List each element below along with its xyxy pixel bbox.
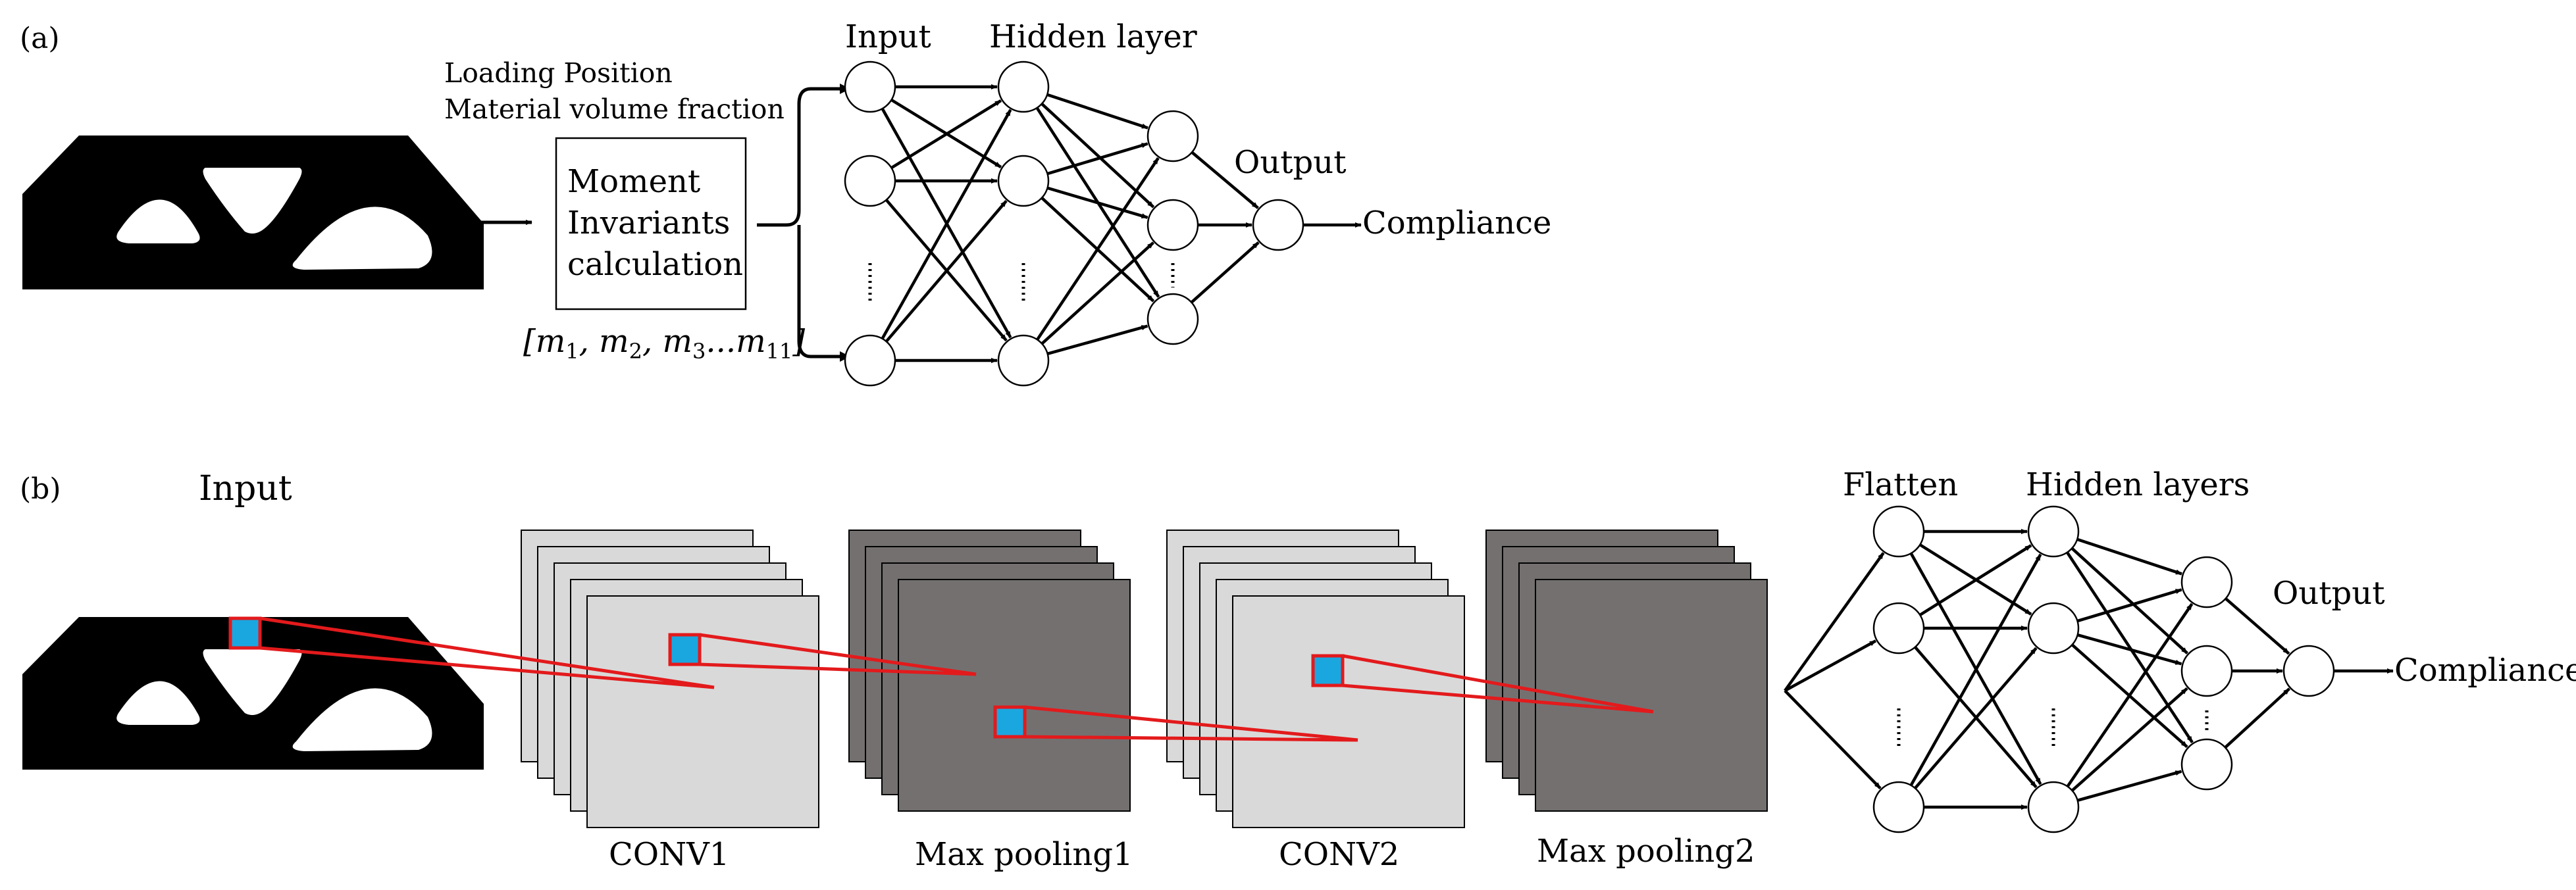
nn-a-connection (1191, 151, 1259, 209)
pool1-field-projection (1024, 705, 1358, 742)
conv1-feature-map (586, 595, 819, 828)
pool2-feature-map (1535, 579, 1768, 812)
nn-a-connection (1041, 241, 1154, 345)
flatten-label: Flatten (1843, 466, 1958, 503)
nn-b-connection (2224, 687, 2291, 749)
nn-a-result-label: Compliance (1362, 205, 1551, 241)
nn-a-hidden-label: Hidden layer (989, 18, 1197, 55)
receptive-field-projections (228, 616, 1654, 742)
nn-a-connection (1036, 157, 1160, 341)
nn-b-neuron (2027, 505, 2080, 558)
nn-b-result-label: Compliance (2394, 652, 2576, 689)
nn-b-output-label: Output (2273, 575, 2384, 612)
nn-a-neuron (997, 334, 1050, 387)
nn-b-connection (2076, 633, 2182, 666)
nn-b-connection (2066, 603, 2194, 787)
nn-a-neuron (1146, 293, 1199, 345)
nn-a-neuron (1252, 199, 1304, 251)
loading-position-text: Loading Position (444, 57, 673, 89)
nn-a-neuron (844, 155, 896, 207)
conv1-label: CONV1 (609, 836, 729, 873)
nn-b-connection (2076, 770, 2182, 802)
flatten-connection (1784, 639, 1877, 692)
moment-vector-label: [m1, m2, m3...m11] (523, 323, 805, 364)
nn-a-output-label: Output (1234, 144, 1346, 181)
nn-a-neuron (1146, 110, 1199, 162)
nn-b-connection (2225, 597, 2290, 655)
conv1-field-kernel (668, 633, 702, 666)
nn-a-neuron (1146, 199, 1199, 251)
nn-b-connection (2076, 588, 2182, 623)
box-line-3: calculation (567, 246, 743, 283)
box-line-1: Moment (567, 163, 700, 200)
conv1-field-projection (699, 633, 977, 676)
input-field-kernel (228, 616, 262, 650)
conv2-field-kernel (1311, 654, 1345, 687)
pool1-field-kernel (993, 705, 1027, 739)
nn-b-neuron (2180, 738, 2233, 791)
pool1-feature-map (898, 579, 1131, 812)
nn-b-neuron (2027, 781, 2080, 833)
flatten-connection (1784, 552, 1885, 692)
flatten-connection (1784, 689, 1882, 789)
nn-b-neuron (2180, 645, 2233, 697)
nn-b-neuron (1872, 781, 1925, 833)
nn-a-connection (890, 99, 1002, 170)
nn-a-neuron (844, 334, 896, 387)
nn-a-neuron (844, 61, 896, 113)
nn-b-connection (2071, 547, 2188, 655)
nn-a-connection (885, 199, 1008, 343)
nn-b-connection (1914, 647, 2038, 789)
panel-b: (b) Input CONV1 Max pooling1 CONV2 Max p… (20, 466, 2576, 873)
neural-network-a (844, 61, 1362, 387)
nn-b-neuron (2282, 645, 2335, 697)
cnn-input-label: Input (199, 469, 292, 508)
panel-a-tag: (a) (20, 22, 60, 55)
nn-b-neuron (1872, 602, 1925, 655)
topology-structure-a (22, 136, 484, 289)
volume-fraction-text: Material volume fraction (444, 93, 785, 125)
nn-a-neuron (997, 61, 1050, 113)
nn-a-connection (881, 109, 1012, 339)
neural-network-b (1784, 505, 2394, 833)
panel-a: (a) Loading Position Material volume fra… (20, 18, 1551, 387)
topology-structure-b (22, 617, 484, 770)
nn-b-connection (2066, 551, 2194, 743)
nn-a-connection (1047, 324, 1148, 356)
nn-b-hidden-label: Hidden layers (2026, 466, 2250, 503)
nn-a-connection (1046, 142, 1148, 176)
box-line-2: Invariants (567, 205, 730, 241)
nn-b-neuron (1872, 505, 1925, 558)
nn-b-connection (2071, 687, 2188, 792)
nn-a-connection (1041, 103, 1155, 209)
nn-b-connection (2076, 537, 2182, 576)
nn-a-neuron (997, 155, 1050, 207)
conv2-feature-map (1232, 595, 1465, 828)
pool1-label: Max pooling1 (915, 836, 1133, 873)
nn-b-connection (1919, 544, 2032, 616)
input-field-projection (259, 616, 715, 689)
nn-b-neuron (2180, 556, 2233, 608)
feature-map-stacks (521, 530, 1768, 828)
nn-a-connection (1046, 186, 1148, 219)
nn-b-connection (1909, 553, 2042, 786)
nn-a-connection (1046, 93, 1148, 130)
conv2-field-projection (1342, 654, 1654, 714)
conv2-label: CONV2 (1279, 836, 1399, 873)
pool2-label: Max pooling2 (1537, 833, 1755, 870)
nn-a-connection (1190, 241, 1260, 304)
panel-b-tag: (b) (20, 472, 61, 506)
input-brace (757, 87, 840, 358)
moment-invariants-box (555, 137, 747, 310)
nn-b-neuron (2027, 602, 2080, 655)
nn-a-input-label: Input (845, 18, 931, 55)
